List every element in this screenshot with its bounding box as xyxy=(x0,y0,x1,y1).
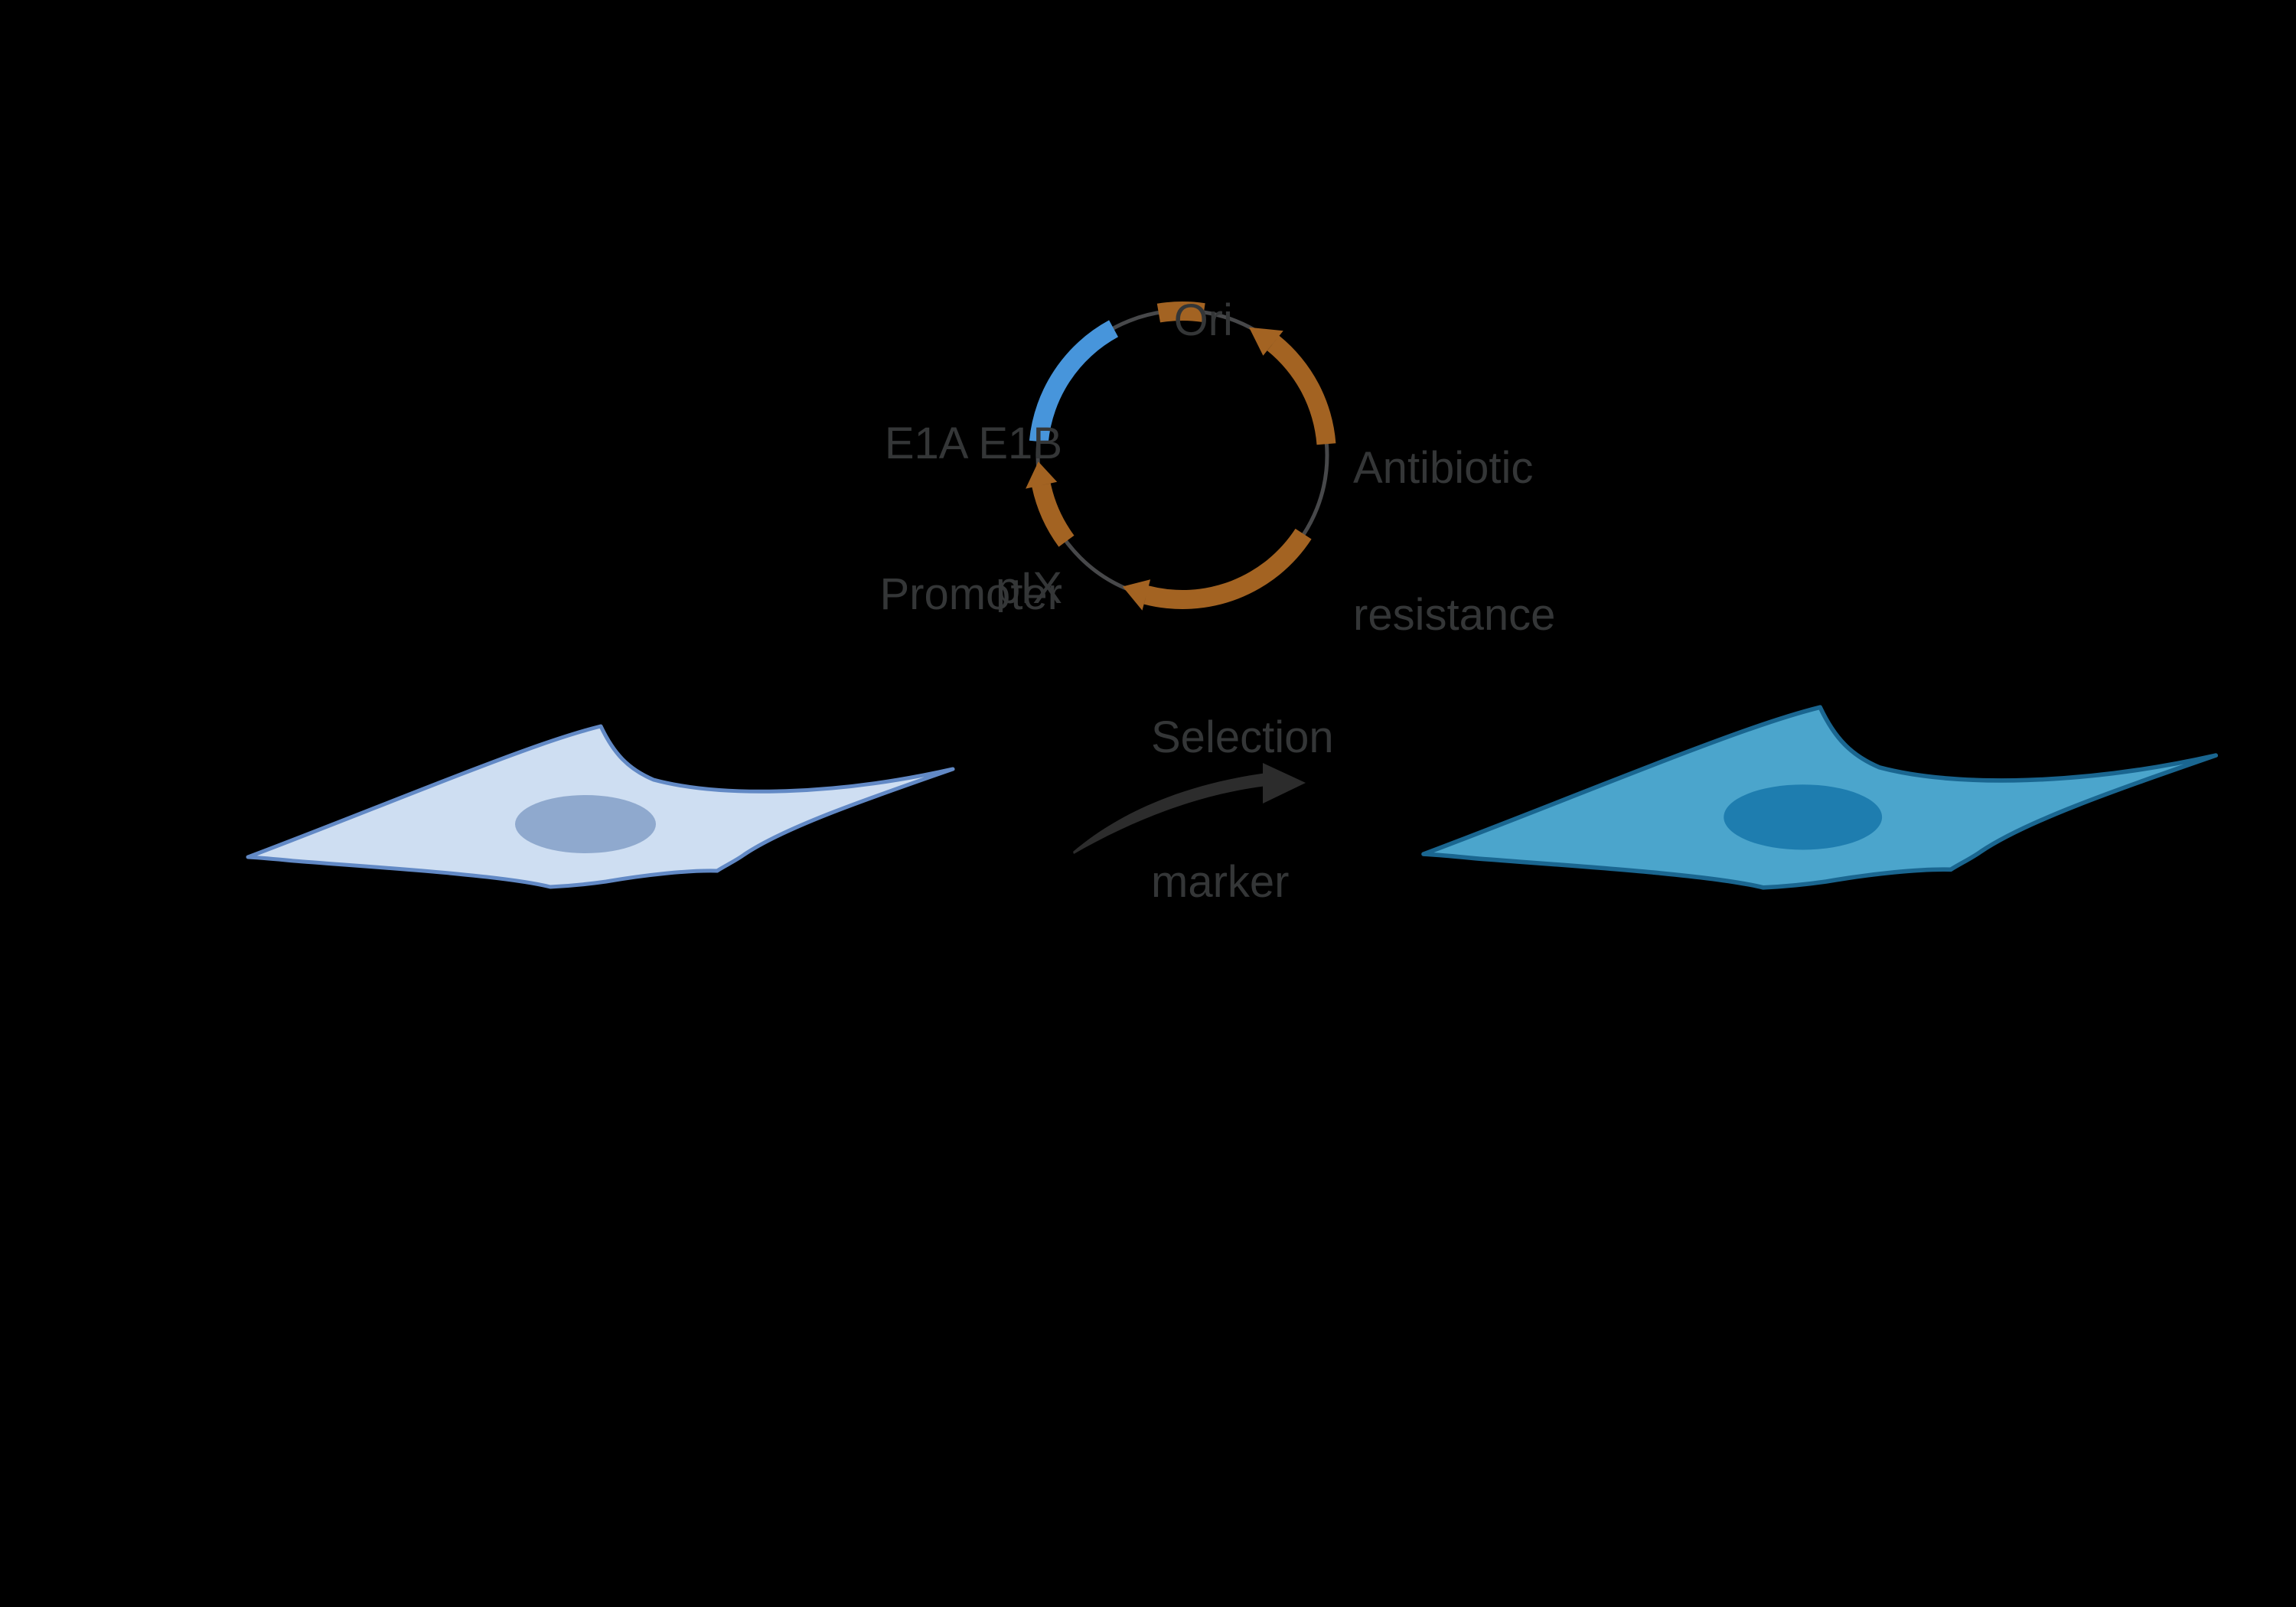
plasmid-segment-ori xyxy=(1156,302,1205,323)
plasmid-segment-promoter xyxy=(1026,461,1075,547)
plasmid-map xyxy=(1026,302,1336,611)
selection-marker-label-line1: Selection xyxy=(1151,712,1334,762)
parental-cell xyxy=(248,726,953,887)
plasmid-segment-antibiotic-resistance xyxy=(1249,327,1336,445)
antibiotic-resistance-label-line2: resistance xyxy=(1353,590,1556,640)
parental-cell-nucleus xyxy=(515,795,656,853)
selection-marker-label-line2: marker xyxy=(1151,857,1290,907)
transfection-arrow-head xyxy=(1263,763,1306,804)
transfected-cell-nucleus xyxy=(1724,784,1883,850)
plasmid-segment-selection-marker xyxy=(1122,528,1312,611)
transfection-arrow xyxy=(1073,763,1306,854)
antibiotic-resistance-label: Antibiotic resistance xyxy=(1353,346,1675,738)
e1a-e1b-pix-label-line1: E1A E1B xyxy=(884,419,1062,468)
antibiotic-resistance-label-line1: Antibiotic xyxy=(1353,443,1534,493)
ori-label: Ori xyxy=(1060,248,1297,393)
selection-marker-label: Selection marker xyxy=(1151,617,1427,1002)
promoter-label: Promoter xyxy=(787,522,1062,667)
promoter-label-text: Promoter xyxy=(879,569,1062,619)
transfection-arrow-shaft xyxy=(1073,773,1267,854)
e1a-e1b-pix-label: E1A E1B pIX xyxy=(787,323,1062,709)
e1a-e1b-pix-label-line2: pIX xyxy=(995,563,1062,613)
ori-label-text: Ori xyxy=(1173,295,1233,345)
plasmid-segment-e1a-e1b-pix xyxy=(1029,320,1118,443)
